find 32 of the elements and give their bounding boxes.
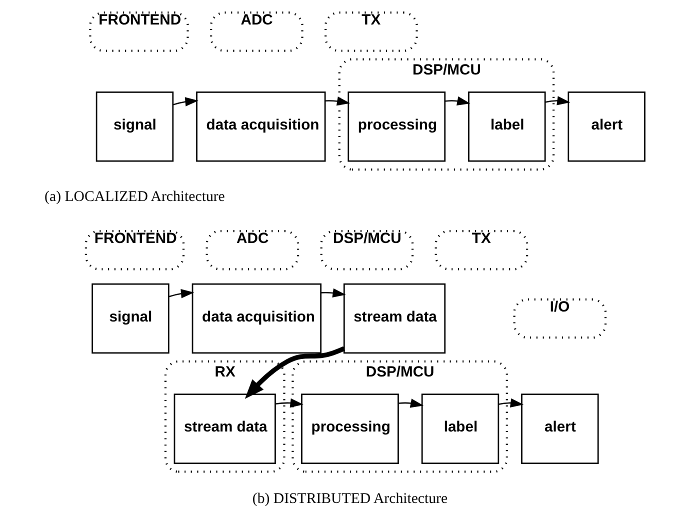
- node-box: data acquisition: [196, 91, 326, 162]
- label: (a) LOCALIZED Architecture: [44, 189, 224, 206]
- node-box: I/O: [512, 298, 606, 339]
- node-box: ADC: [210, 12, 303, 52]
- node-box: TX: [324, 12, 418, 52]
- node-box: data acquisition: [191, 283, 322, 354]
- node-box: label: [468, 91, 546, 162]
- node-box: FRONTEND: [84, 230, 184, 270]
- node-box: processing: [347, 91, 446, 162]
- node-box: processing: [300, 394, 398, 464]
- arrow: [168, 289, 194, 298]
- node-box: signal: [95, 91, 174, 162]
- arrow: [398, 398, 424, 408]
- arrow: [498, 398, 524, 408]
- node-box: TX: [434, 230, 528, 270]
- node-box: FRONTEND: [88, 12, 188, 52]
- arrow: [320, 288, 346, 298]
- arrow: [324, 96, 350, 106]
- node-box: signal: [91, 283, 169, 354]
- label: (b) DISTRIBUTED Architecture: [252, 491, 448, 508]
- node-box: ADC: [205, 230, 299, 270]
- node-box: alert: [567, 91, 645, 162]
- arrow: [172, 97, 198, 106]
- node-box: DSP/MCU: [320, 230, 414, 270]
- node-box: alert: [520, 394, 598, 464]
- node-box: label: [420, 394, 499, 464]
- arrow: [244, 346, 345, 399]
- arrow: [544, 96, 570, 106]
- node-box: stream data: [173, 394, 276, 464]
- arrow: [275, 398, 303, 408]
- arrow: [444, 96, 470, 106]
- node-box: stream data: [342, 283, 446, 354]
